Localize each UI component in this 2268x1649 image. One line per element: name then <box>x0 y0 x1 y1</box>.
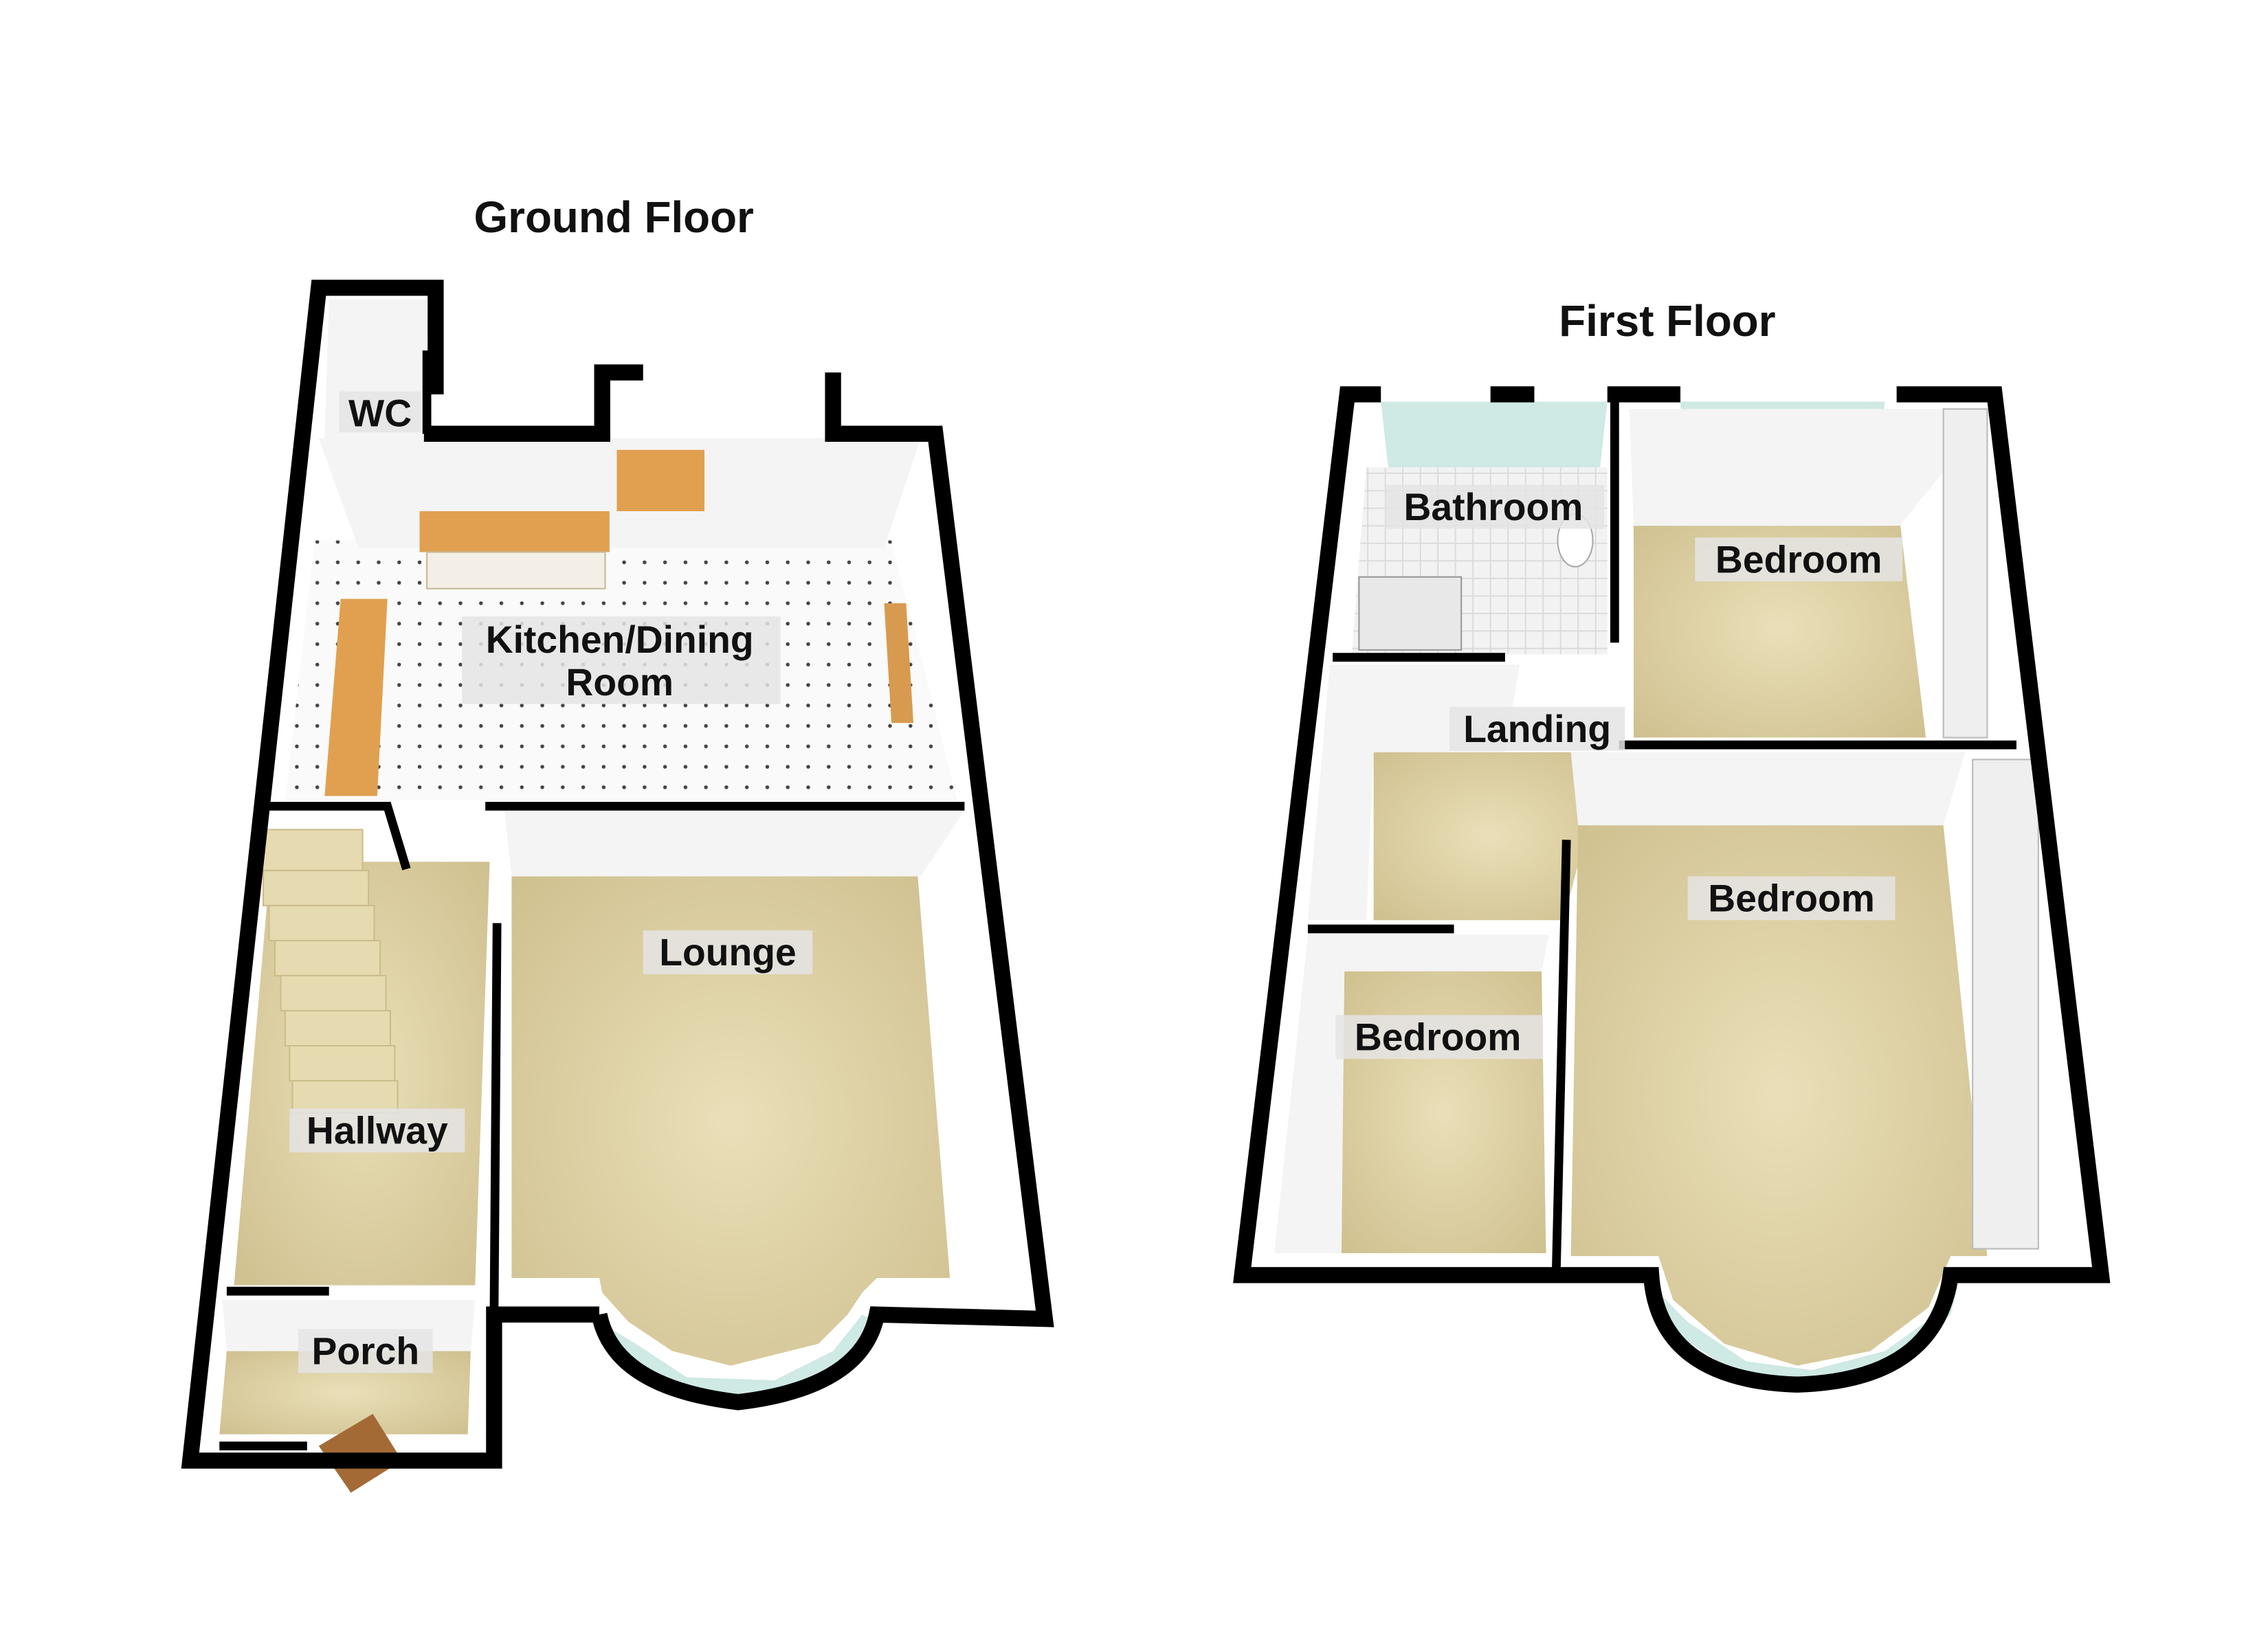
ground-floor-title: Ground Floor <box>474 192 754 242</box>
bath <box>1358 576 1463 651</box>
room-label-bedroom-front: Bedroom <box>1708 877 1875 919</box>
room-label-landing: Landing <box>1463 708 1611 750</box>
hall-kitchen-wall <box>266 802 411 871</box>
room-label-lounge: Lounge <box>659 931 797 974</box>
kitchen-units <box>426 551 606 590</box>
landing-bedroom-wall <box>1551 840 1571 1271</box>
room-label-kitchen-line2: Room <box>566 661 674 704</box>
staircase <box>256 829 399 1114</box>
room-label-bedroom-rear: Bedroom <box>1715 538 1882 581</box>
lounge-wall-faces <box>504 810 965 877</box>
kitchen-worktop-corner <box>616 449 705 512</box>
dining-table <box>884 603 914 723</box>
room-label-bedroom-small: Bedroom <box>1355 1016 1522 1058</box>
bedroom-front-floor <box>1570 825 1988 1366</box>
bedroom-rear-wall-faces <box>1629 409 1995 526</box>
room-label-porch: Porch <box>312 1330 420 1372</box>
first-floor: First Floor Bathroom Bedroom Landing Bed… <box>1233 296 2111 1393</box>
kitchen-worktop-back <box>419 511 610 552</box>
bedroom-small-wall-faces <box>1274 934 1549 1253</box>
room-label-hallway: Hallway <box>307 1109 448 1152</box>
ground-floor: Ground Floor <box>181 192 1054 1493</box>
room-label-wc: WC <box>348 392 412 435</box>
kitchen-worktop-left <box>324 598 388 796</box>
lounge-bay-wall <box>591 372 1054 1411</box>
lounge-floor <box>511 876 950 1366</box>
wardrobe-rear <box>1942 408 1988 739</box>
kitchen-rear-wall <box>423 364 643 442</box>
bathroom-window-glass <box>1381 401 1608 468</box>
wardrobe-front <box>1972 759 2039 1250</box>
bedroom-front-wall-faces <box>1570 752 1966 826</box>
room-label-bathroom: Bathroom <box>1403 486 1583 528</box>
room-label-kitchen-line1: Kitchen/Dining <box>486 618 754 661</box>
bedroom-small-floor <box>1341 971 1546 1253</box>
first-floor-title: First Floor <box>1559 296 1775 346</box>
first-floor-outer-wall <box>1233 386 2111 1393</box>
landing-floor <box>1373 752 1608 921</box>
hall-lounge-wall <box>489 923 502 1315</box>
